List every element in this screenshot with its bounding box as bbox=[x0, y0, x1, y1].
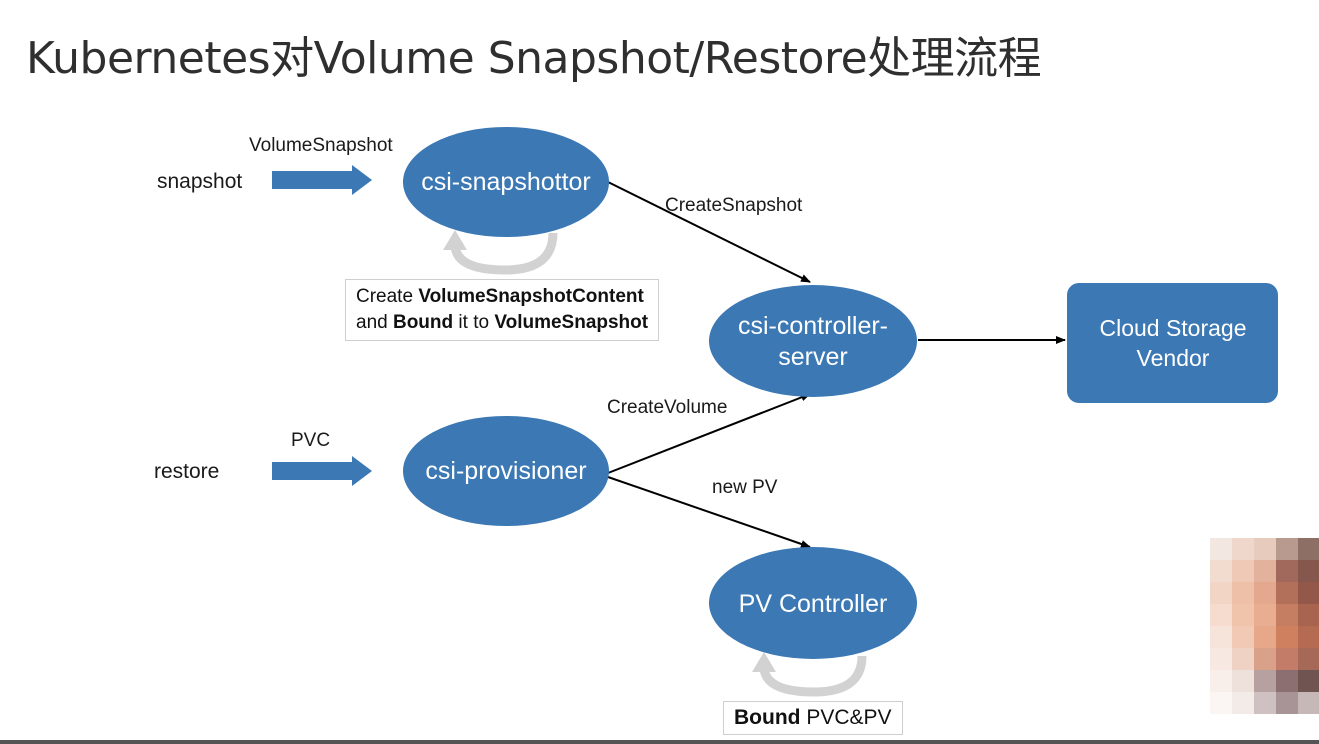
csi-snapshottor-node bbox=[403, 127, 609, 237]
snapshot-note-line-1: Create VolumeSnapshotContent bbox=[356, 286, 644, 307]
snapshottor-loop-arrow bbox=[443, 230, 558, 275]
volumesnapshot-edge-label: VolumeSnapshot bbox=[249, 135, 393, 156]
createsnapshot-edge-label: CreateSnapshot bbox=[665, 195, 803, 216]
cloud-storage-vendor-label: Cloud Storage Vendor bbox=[1099, 315, 1247, 371]
restore-input-arrow bbox=[272, 456, 372, 486]
snapshot-content-note: Create VolumeSnapshotContent and Bound i… bbox=[345, 279, 660, 341]
restore-input-label: restore bbox=[154, 460, 220, 483]
snapshot-note-line-2: and Bound it to VolumeSnapshot bbox=[356, 312, 649, 333]
csi-provisioner-label: csi-provisioner bbox=[425, 456, 587, 485]
pvc-edge-label: PVC bbox=[291, 430, 331, 451]
bottom-border bbox=[0, 740, 1319, 744]
presenter-avatar bbox=[1210, 538, 1319, 718]
edge-new-pv bbox=[607, 476, 811, 548]
createvolume-edge-label: CreateVolume bbox=[607, 397, 728, 418]
pv-controller-label: PV Controller bbox=[738, 589, 888, 618]
csi-snapshottor-label: csi-snapshottor bbox=[421, 167, 591, 196]
cloud-storage-vendor-node bbox=[1067, 283, 1278, 403]
csi-controller-server-label: csi-controller-server bbox=[737, 312, 889, 371]
edge-create-volume bbox=[607, 393, 811, 474]
snapshot-input-arrow bbox=[272, 165, 372, 195]
csi-controller-server-node bbox=[709, 285, 917, 397]
snapshot-input-label: snapshot bbox=[157, 170, 243, 193]
page-title: Kubernetes对Volume Snapshot/Restore处理流程 bbox=[26, 33, 1042, 84]
csi-provisioner-node bbox=[403, 416, 609, 526]
bound-pvc-pv-note: Bound PVC&PV bbox=[723, 701, 903, 735]
pv-controller-node bbox=[709, 547, 917, 659]
pv-controller-loop-arrow bbox=[752, 652, 867, 697]
new-pv-edge-label: new PV bbox=[712, 477, 778, 498]
edge-create-snapshot bbox=[607, 181, 811, 283]
